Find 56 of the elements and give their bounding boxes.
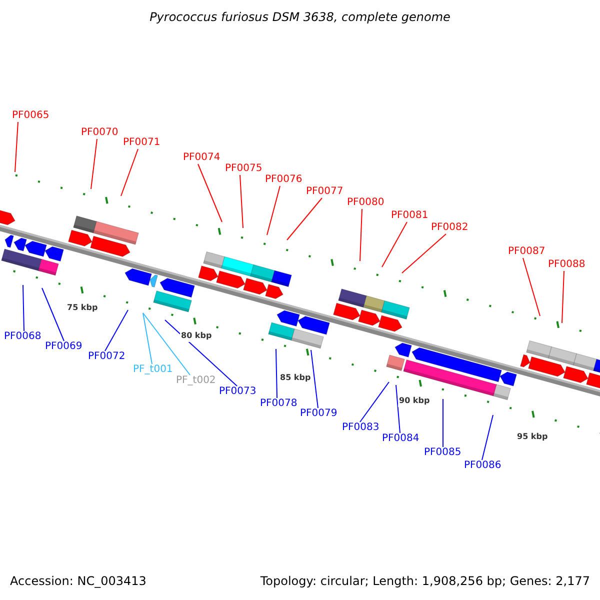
scale-label: 80 kbp bbox=[180, 330, 213, 342]
leader-line bbox=[240, 174, 244, 228]
gene-label: PF0068 bbox=[4, 331, 42, 343]
leader-line bbox=[562, 270, 564, 324]
gene-label: PF0080 bbox=[347, 197, 384, 209]
gene-label: PF0077 bbox=[306, 186, 344, 198]
gene-label: PF0085 bbox=[424, 447, 462, 459]
leader-line bbox=[22, 284, 24, 332]
leader-line bbox=[482, 414, 494, 460]
gene-label: PF0086 bbox=[464, 460, 502, 472]
gene-label: PF0087 bbox=[508, 246, 546, 258]
leader-line bbox=[442, 398, 444, 448]
leader-line bbox=[402, 234, 446, 274]
gene-label: PF0069 bbox=[45, 341, 82, 353]
gene-label: PF0081 bbox=[391, 210, 428, 222]
footer-text: Topology: circular; Length: 1,908,256 bp; Genes: 2,177 bbox=[260, 575, 590, 587]
leader-line bbox=[360, 382, 390, 422]
scale-label: 85 kbp bbox=[279, 372, 312, 384]
leader-line bbox=[266, 186, 280, 236]
leader-line bbox=[142, 312, 190, 376]
gene-label: PF_t001 bbox=[133, 364, 173, 376]
gene-label: PF0078 bbox=[260, 398, 298, 410]
gene-label: PF0070 bbox=[81, 127, 118, 139]
gene-label: PF0083 bbox=[342, 422, 380, 434]
scale-label: 95 kbp bbox=[516, 431, 549, 443]
gene-label: PF0082 bbox=[431, 222, 468, 234]
gene-label: PF0088 bbox=[548, 259, 586, 271]
leader-line bbox=[142, 312, 152, 364]
leader-line bbox=[360, 208, 362, 262]
leader-line bbox=[14, 122, 18, 172]
gene-label: PF0071 bbox=[123, 137, 160, 149]
leader-line bbox=[310, 350, 318, 408]
gene-label: PF0074 bbox=[183, 152, 220, 164]
leader-line bbox=[104, 310, 128, 352]
gene-label: PF0076 bbox=[265, 174, 302, 186]
gene-label: PF0084 bbox=[382, 433, 420, 445]
leader-line bbox=[382, 222, 408, 268]
gene-label: PF0079 bbox=[300, 408, 338, 420]
gene-label: PF0073 bbox=[219, 386, 256, 398]
gene-label: PF_t002 bbox=[176, 375, 216, 387]
leader-line bbox=[42, 288, 64, 342]
footer-text: Accession: NC_003413 bbox=[10, 575, 146, 587]
leader-line bbox=[276, 348, 278, 398]
leader-line bbox=[90, 138, 98, 190]
leader-line bbox=[198, 164, 222, 222]
leader-line bbox=[396, 384, 400, 434]
title: Pyrococcus furiosus DSM 3638, complete genome bbox=[148, 11, 452, 23]
leader-line bbox=[522, 258, 540, 316]
leader-line bbox=[120, 148, 138, 196]
gene-label: PF0072 bbox=[88, 351, 126, 363]
leader-line bbox=[286, 198, 322, 240]
scale-label: 75 kbp bbox=[66, 302, 99, 314]
leader-line bbox=[164, 320, 238, 386]
gene-label: PF0075 bbox=[225, 163, 262, 175]
gene-label: PF0065 bbox=[12, 110, 50, 122]
scale-label: 90 kbp bbox=[398, 395, 431, 407]
